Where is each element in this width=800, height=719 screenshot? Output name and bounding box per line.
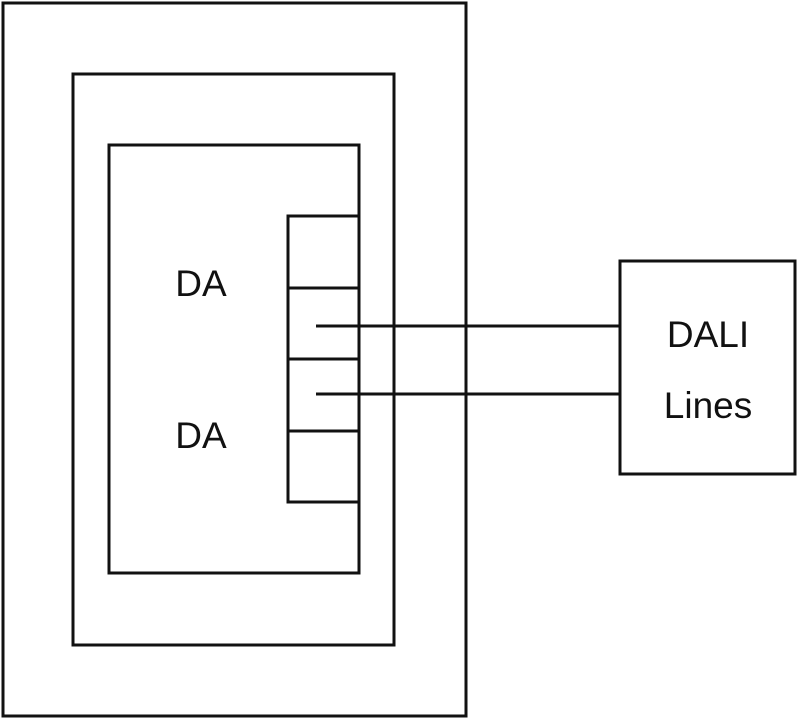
terminal-label-lower: DA [175,415,227,456]
dali-label-line-1: DALI [667,314,749,355]
terminal-label-upper: DA [175,263,227,304]
middle-frame [71,72,396,647]
dali-label-line-2: Lines [664,385,752,426]
outer-enclosure [1,1,468,718]
dali-lines-box [618,259,797,476]
